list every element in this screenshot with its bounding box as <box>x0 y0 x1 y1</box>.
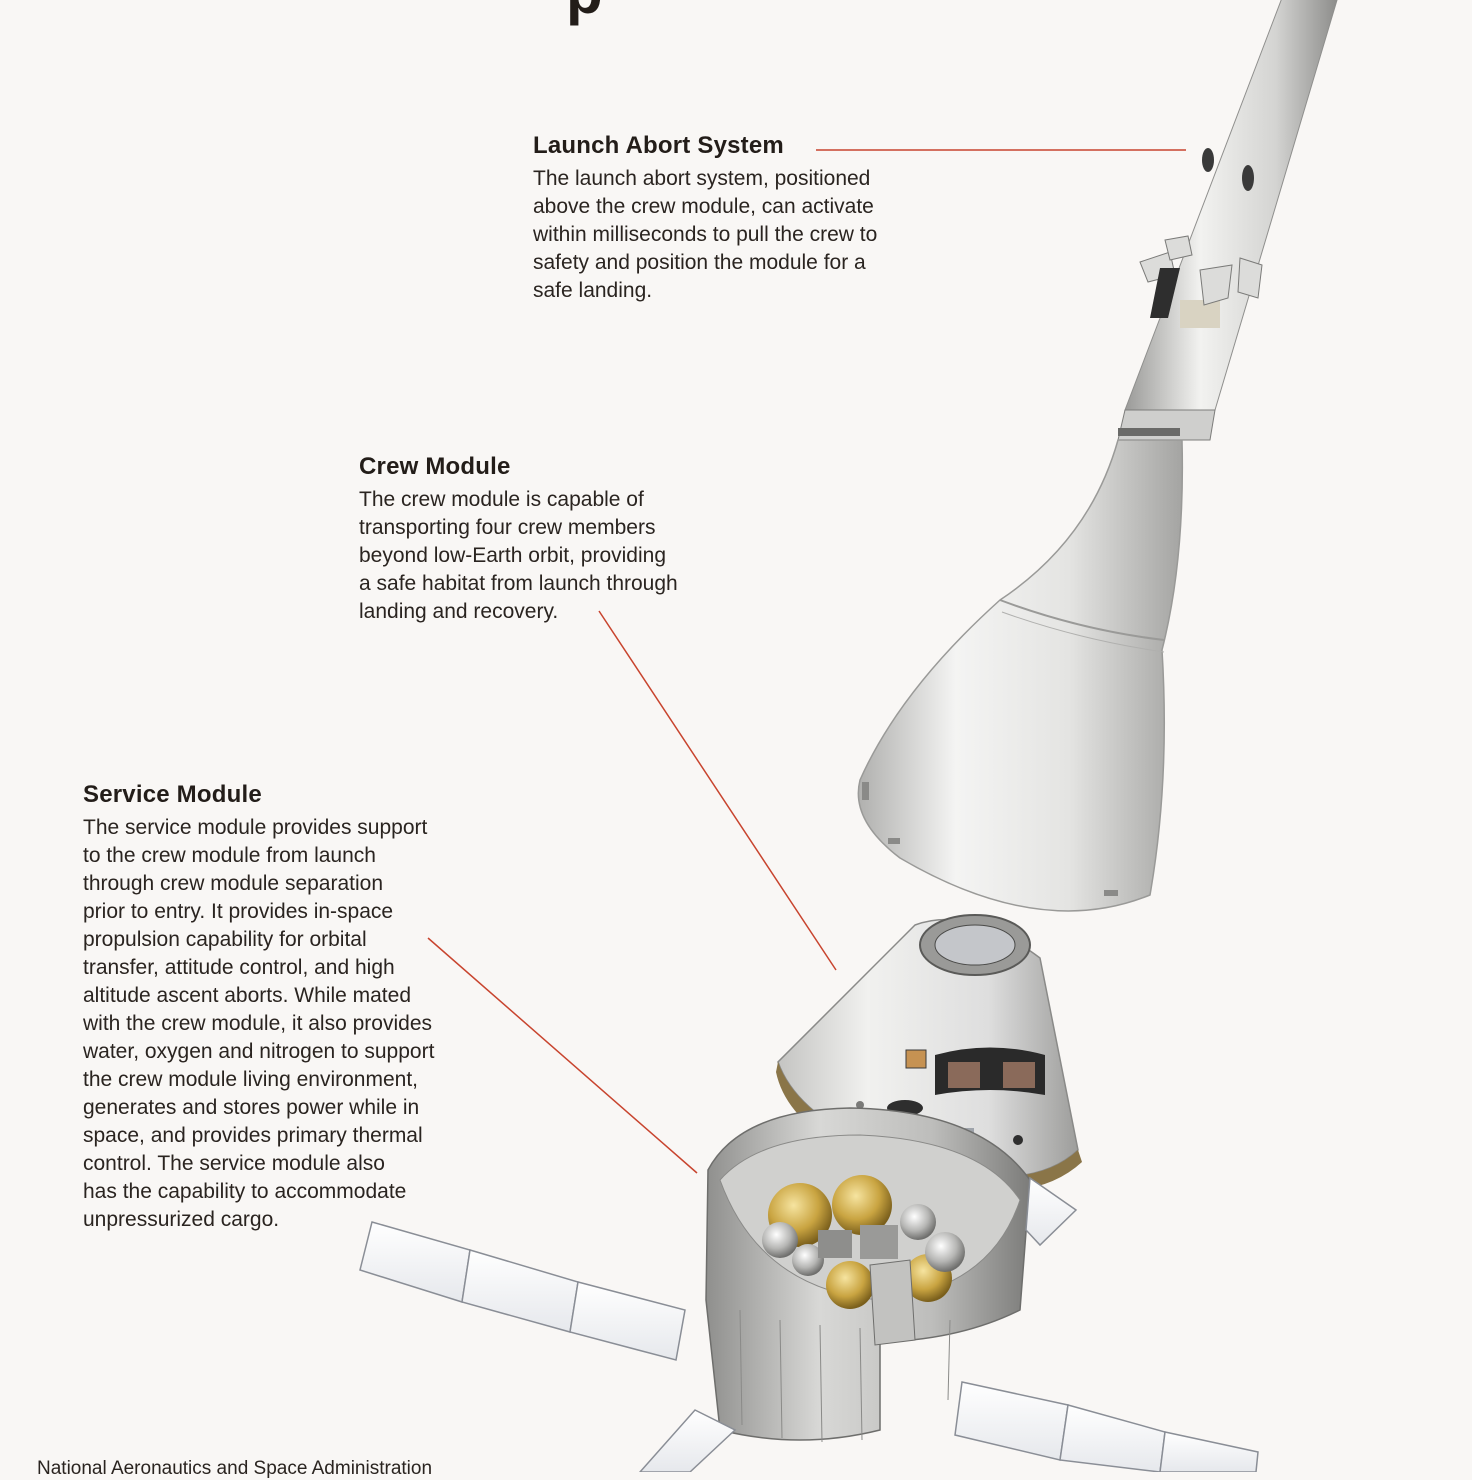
leader-lines <box>427 149 1186 1174</box>
agency-footer: National Aeronautics and Space Administr… <box>37 1458 433 1479</box>
crew-module-description: The crew module is capable of transporti… <box>359 488 678 623</box>
solar-array-bottom-left <box>638 1409 737 1472</box>
crew-module-leader-line <box>598 610 837 971</box>
launch-abort-system-title: Launch Abort System <box>533 132 784 159</box>
page-title-fragment: p <box>566 0 603 27</box>
crew-module-fairing <box>857 439 1184 912</box>
service-module-callout: Service Module The service module provid… <box>83 780 483 1234</box>
service-module <box>705 1107 1031 1443</box>
crew-module-callout: Crew Module The crew module is capable o… <box>359 452 729 626</box>
solar-array-left <box>359 1221 686 1361</box>
solar-array-top-right <box>1025 1176 1078 1247</box>
service-module-leader-line <box>427 937 698 1174</box>
launch-abort-system-description: The launch abort system, positioned abov… <box>533 167 878 302</box>
launch-abort-tower <box>1117 0 1338 441</box>
propellant-tanks <box>762 1175 965 1309</box>
service-module-title: Service Module <box>83 781 262 808</box>
launch-abort-system-callout: Launch Abort System The launch abort sys… <box>533 131 933 305</box>
crew-module-title: Crew Module <box>359 453 511 480</box>
solar-array-right <box>954 1381 1259 1472</box>
service-module-description: The service module provides support to t… <box>83 816 435 1231</box>
